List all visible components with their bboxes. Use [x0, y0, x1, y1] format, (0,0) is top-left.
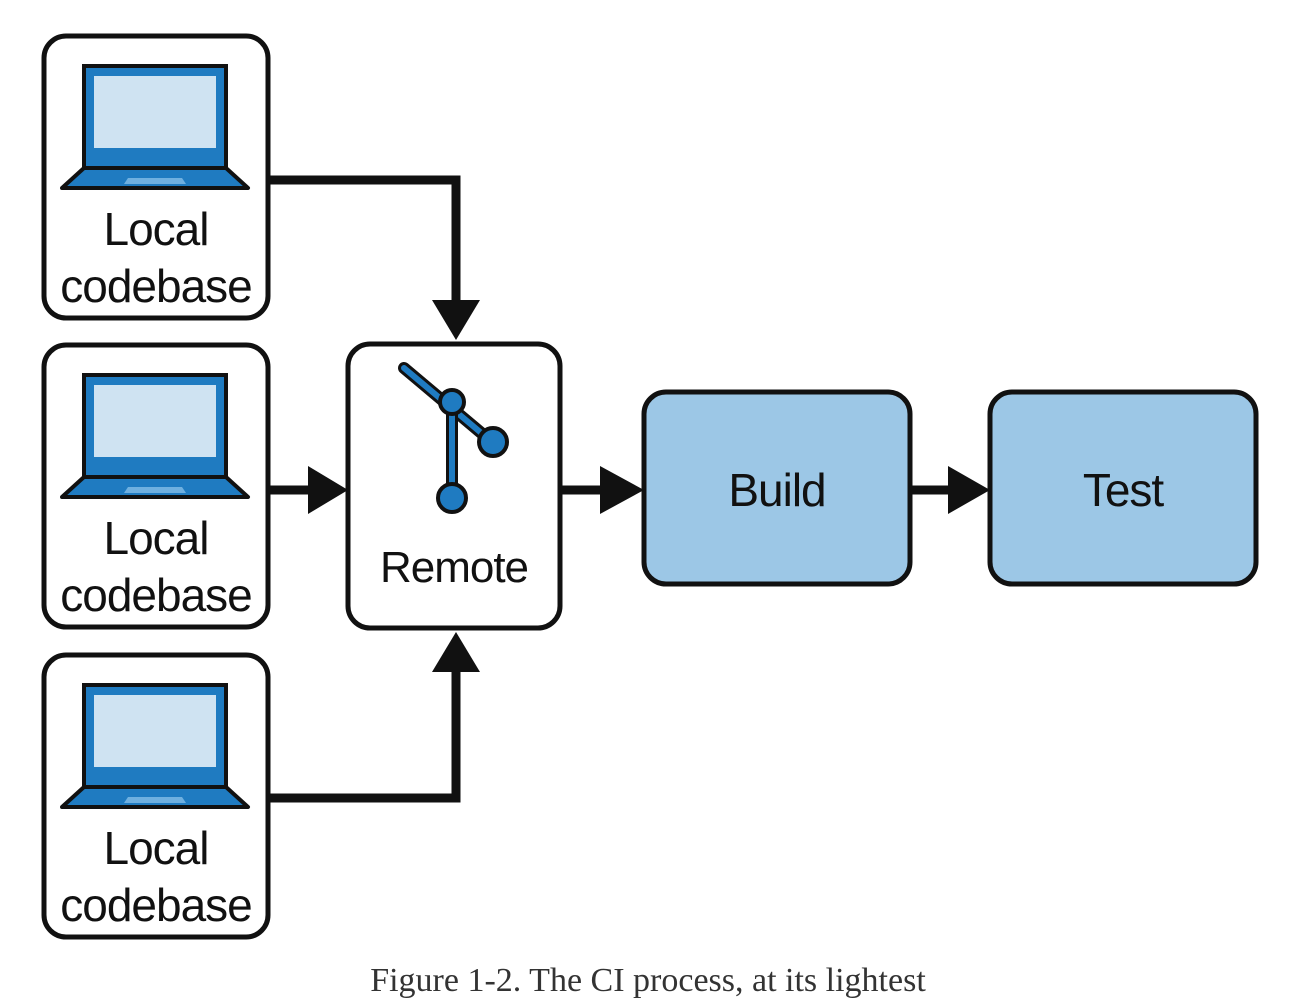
test-label: Test	[1083, 464, 1165, 516]
local-codebase-1: Local codebase	[41, 33, 271, 321]
remote-label: Remote	[380, 543, 528, 592]
git-branch-icon	[398, 362, 509, 514]
arrow-local1-to-remote	[268, 175, 480, 340]
arrow-local3-to-remote	[268, 632, 480, 803]
arrow-remote-to-build	[560, 466, 644, 514]
build-label: Build	[728, 464, 825, 516]
build-box: Build	[641, 389, 913, 587]
local-codebase-label-line2: codebase	[60, 569, 252, 621]
local-codebase-label-line1: Local	[104, 822, 209, 874]
test-box: Test	[987, 389, 1259, 587]
laptop-icon	[60, 373, 250, 499]
laptop-icon	[60, 64, 250, 190]
laptop-icon	[60, 683, 250, 809]
local-codebase-label-line1: Local	[104, 512, 209, 564]
arrow-build-to-test	[910, 466, 990, 514]
local-codebase-label-line2: codebase	[60, 260, 252, 312]
remote-box: Remote	[345, 341, 563, 631]
local-codebase-3: Local codebase	[41, 652, 271, 940]
arrow-local2-to-remote	[268, 466, 348, 514]
local-codebase-2: Local codebase	[41, 342, 271, 630]
local-codebase-label-line2: codebase	[60, 879, 252, 931]
figure-caption: Figure 1-2. The CI process, at its light…	[370, 962, 926, 999]
local-codebase-label-line1: Local	[104, 203, 209, 255]
